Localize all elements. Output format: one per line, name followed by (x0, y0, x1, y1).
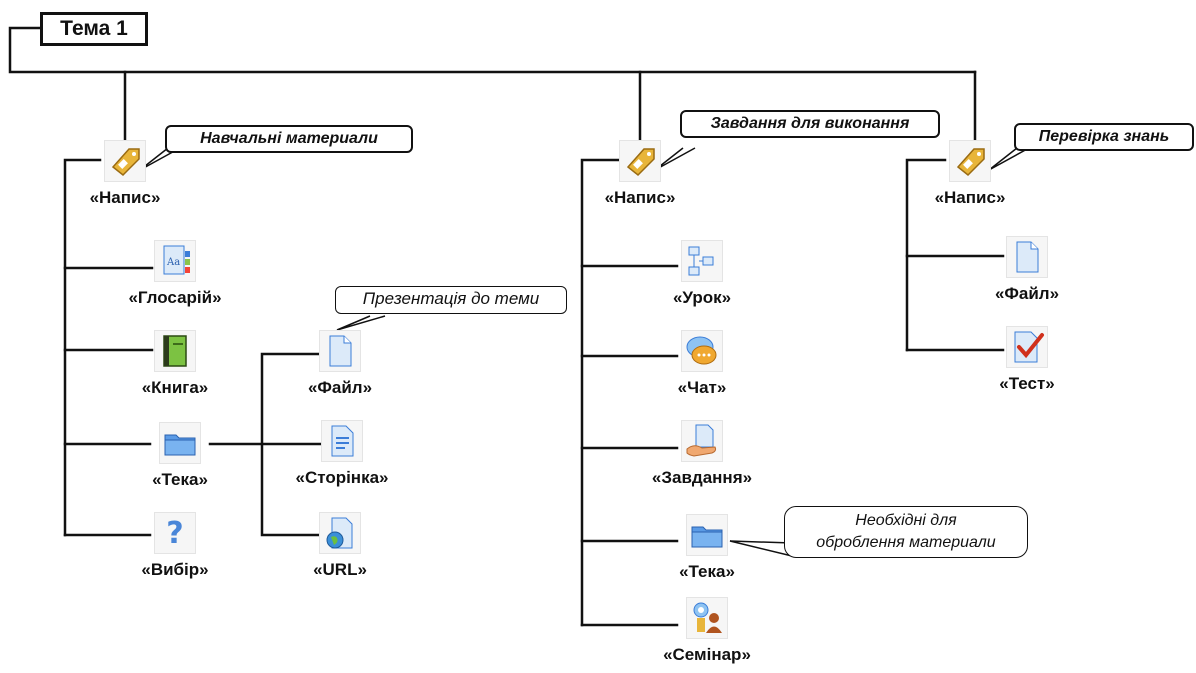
node-folder[interactable]: «Тека» (80, 422, 280, 490)
label-tag-icon (619, 140, 661, 182)
node-file-presentation[interactable]: «Файл» (240, 330, 440, 398)
book-icon (154, 330, 196, 372)
callout-line-1: Необхідні для (855, 512, 957, 529)
node-quiz[interactable]: «Тест» (927, 326, 1127, 394)
node-choice-label: «Вибір» (141, 560, 209, 579)
node-label-tasks[interactable]: «Напис» (540, 140, 740, 208)
node-choice[interactable]: ? «Вибір» (75, 512, 275, 580)
url-globe-icon (319, 512, 361, 554)
node-glossary[interactable]: Aa «Глосарій» (75, 240, 275, 308)
svg-text:Aa: Aa (166, 257, 180, 268)
question-icon: ? (154, 512, 196, 554)
node-folder-tasks[interactable]: «Тека» (607, 514, 807, 582)
page-icon (321, 420, 363, 462)
file-icon (319, 330, 361, 372)
node-file-label: «Файл» (307, 378, 373, 397)
callout-presentation: Презентація до теми (335, 286, 567, 314)
node-label-text: «Напис» (934, 188, 1006, 207)
quiz-icon (1006, 326, 1048, 368)
node-folder-label: «Тека» (152, 470, 208, 489)
label-tag-icon (949, 140, 991, 182)
node-file-check[interactable]: «Файл» (927, 236, 1127, 304)
callout-learning-materials: Навчальні материали (165, 125, 413, 153)
root-topic: Тема 1 (40, 12, 148, 46)
node-label-text: «Напис» (89, 188, 161, 207)
node-page[interactable]: «Сторінка» (242, 420, 442, 488)
glossary-icon: Aa (154, 240, 196, 282)
node-assignment-label: «Завдання» (651, 468, 753, 487)
node-url[interactable]: «URL» (240, 512, 440, 580)
node-lesson-label: «Урок» (672, 288, 732, 307)
node-book[interactable]: «Книга» (75, 330, 275, 398)
assignment-icon (681, 420, 723, 462)
node-url-label: «URL» (313, 560, 367, 579)
node-page-label: «Сторінка» (295, 468, 389, 487)
node-chat-label: «Чат» (677, 378, 727, 397)
node-file-label: «Файл» (994, 284, 1060, 303)
label-tag-icon (104, 140, 146, 182)
file-icon (1006, 236, 1048, 278)
node-workshop-label: «Семінар» (663, 645, 751, 664)
node-label-text: «Напис» (604, 188, 676, 207)
node-label-check[interactable]: «Напис» (870, 140, 1070, 208)
node-book-label: «Книга» (141, 378, 209, 397)
callout-tasks: Завдання для виконання (680, 110, 940, 138)
folder-icon (159, 422, 201, 464)
chat-icon (681, 330, 723, 372)
node-glossary-label: «Глосарій» (128, 288, 222, 307)
node-folder-label: «Тека» (679, 562, 735, 581)
node-quiz-label: «Тест» (999, 374, 1055, 393)
workshop-icon (686, 597, 728, 639)
callout-line-2: оброблення материали (816, 534, 996, 551)
node-chat[interactable]: «Чат» (602, 330, 802, 398)
callout-knowledge-check: Перевірка знань (1014, 123, 1194, 151)
folder-icon (686, 514, 728, 556)
callout-processing-materials: Необхідні для оброблення материали (784, 506, 1028, 558)
node-workshop[interactable]: «Семінар» (607, 597, 807, 665)
svg-text:?: ? (166, 516, 183, 551)
lesson-icon (681, 240, 723, 282)
node-assignment[interactable]: «Завдання» (602, 420, 802, 488)
node-lesson[interactable]: «Урок» (602, 240, 802, 308)
node-label-learning[interactable]: «Напис» (25, 140, 225, 208)
